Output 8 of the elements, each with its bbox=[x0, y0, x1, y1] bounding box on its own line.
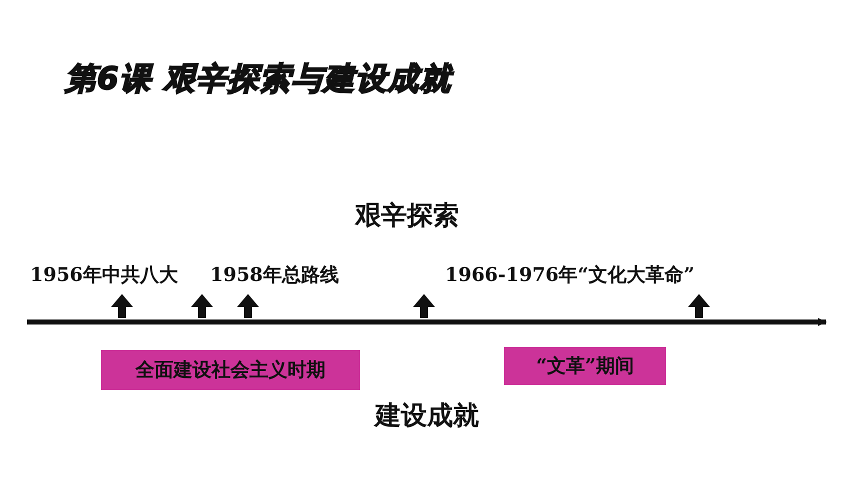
period-box: “文革”期间 bbox=[504, 347, 666, 385]
section-heading: 艰辛探索 bbox=[354, 200, 460, 233]
section-heading: 建设成就 bbox=[372, 400, 480, 433]
period-box: 全面建设社会主义时期 bbox=[101, 350, 360, 390]
event-label: 1958年总路线 bbox=[210, 263, 339, 288]
event-label: 1956年中共八大 bbox=[30, 263, 178, 288]
lesson-title: 第6课 艰辛探索与建设成就 bbox=[65, 58, 452, 100]
event-label: 1966-1976年“文化大革命” bbox=[445, 263, 695, 288]
